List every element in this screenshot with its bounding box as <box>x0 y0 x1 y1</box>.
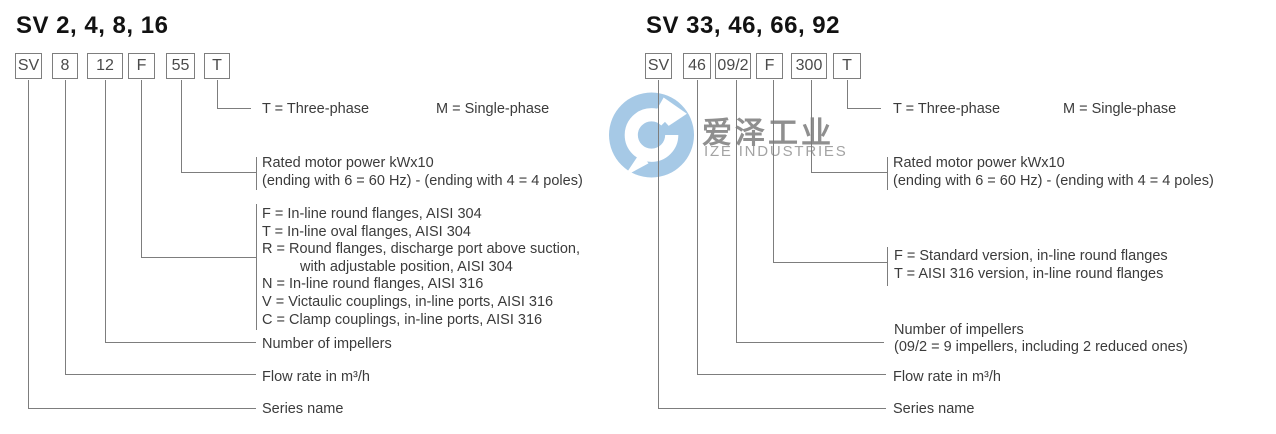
left-code-box-phase: T <box>204 53 230 79</box>
right-flow-label: Flow rate in m³/h <box>893 369 1001 385</box>
right-power-line1: Rated motor power kWx10 <box>893 155 1065 171</box>
watermark-en-text: IZE INDUSTRIES <box>704 143 848 160</box>
left-code-box-impellers: 12 <box>87 53 123 79</box>
right-power-label: Rated motor power kWx10 (ending with 6 =… <box>893 154 1214 190</box>
right-code-box-series: SV <box>645 53 672 79</box>
left-power-label: Rated motor power kWx10 (ending with 6 =… <box>262 154 583 190</box>
right-impellers-line1: Number of impellers <box>894 322 1024 338</box>
left-series-label: Series name <box>262 401 344 417</box>
right-series-label: Series name <box>893 401 975 417</box>
right-code-box-flow: 46 <box>683 53 711 79</box>
left-version-item: T = In-line oval flanges, AISI 304 <box>262 223 471 240</box>
left-code-box-power: 55 <box>166 53 195 79</box>
left-flow-label: Flow rate in m³/h <box>262 369 370 385</box>
left-version-item-continuation: with adjustable position, AISI 304 <box>300 258 513 275</box>
right-version-item: F = Standard version, in-line round flan… <box>894 248 1168 264</box>
right-version-item: T = AISI 316 version, in-line round flan… <box>894 266 1164 282</box>
left-code-box-flow: 8 <box>52 53 78 79</box>
right-impellers-note: (09/2 = 9 impellers, including 2 reduced… <box>894 339 1188 355</box>
right-impellers-label: Number of impellers (09/2 = 9 impellers,… <box>894 322 1188 356</box>
left-version-item: R = Round flanges, discharge port above … <box>262 241 580 258</box>
left-version-item: V = Victaulic couplings, in-line ports, … <box>262 293 554 310</box>
right-phase-t-label: T = Three-phase <box>893 101 1001 117</box>
left-version-item: C = Clamp couplings, in-line ports, AISI… <box>262 311 543 328</box>
left-phase-t-label: T = Three-phase <box>262 101 370 117</box>
left-version-list: F = In-line round flanges, AISI 304 T = … <box>262 206 580 329</box>
left-version-item: N = In-line round flanges, AISI 316 <box>262 276 484 293</box>
right-code-box-version: F <box>756 53 783 79</box>
left-power-line2: (ending with 6 = 60 Hz) - (ending with 4… <box>262 173 583 189</box>
right-code-box-impellers: 09/2 <box>715 53 751 79</box>
left-header: SV 2, 4, 8, 16 <box>16 12 169 39</box>
ize-logo-icon <box>609 92 694 178</box>
right-power-line2: (ending with 6 = 60 Hz) - (ending with 4… <box>893 173 1214 189</box>
left-version-item: F = In-line round flanges, AISI 304 <box>262 206 482 222</box>
watermark-cn-text: 爱泽工业 <box>702 117 834 150</box>
right-code-box-phase: T <box>833 53 861 79</box>
left-phase-m-label: M = Single-phase <box>436 101 550 117</box>
right-phase-m-label: M = Single-phase <box>1063 101 1177 117</box>
left-code-box-series: SV <box>15 53 42 79</box>
left-power-line1: Rated motor power kWx10 <box>262 155 434 171</box>
right-version-list: F = Standard version, in-line round flan… <box>894 247 1168 283</box>
left-code-box-version: F <box>128 53 155 79</box>
right-code-box-power: 300 <box>791 53 827 79</box>
left-impellers-label: Number of impellers <box>262 336 392 352</box>
right-header: SV 33, 46, 66, 92 <box>646 12 840 39</box>
